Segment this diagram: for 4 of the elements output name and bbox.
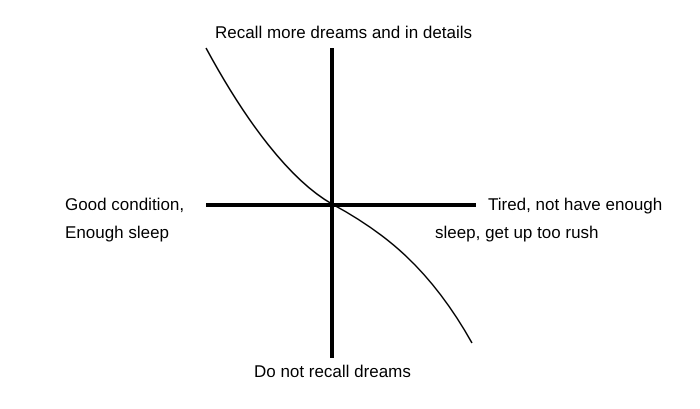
axis-label: Recall more dreams and in details bbox=[215, 22, 474, 44]
axis-label: Tired, not have enough sleep, get up too rush bbox=[435, 194, 664, 244]
axis-label: Good condition, Enough sleep bbox=[65, 194, 186, 244]
axis-label: Do not recall dreams bbox=[254, 361, 412, 383]
